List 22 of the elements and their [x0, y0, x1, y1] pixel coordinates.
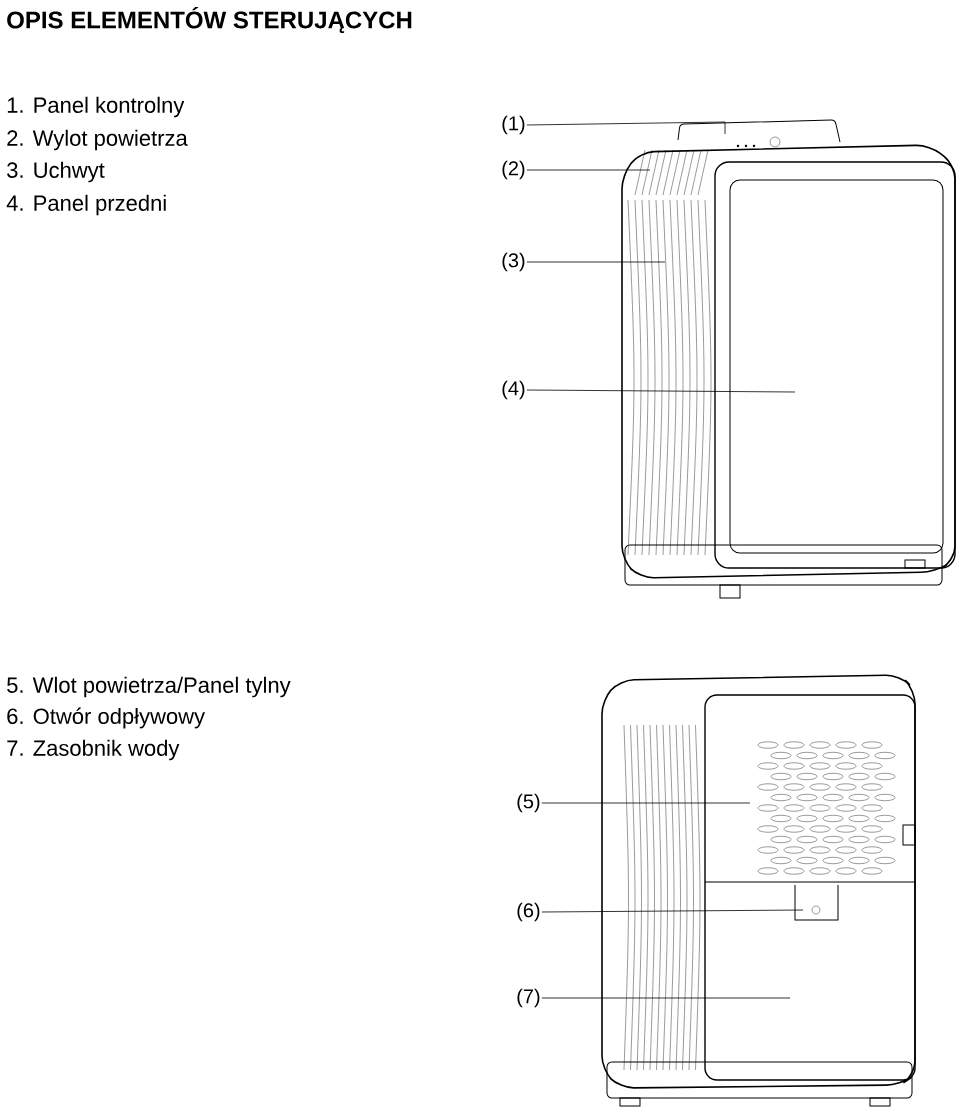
leader-line [541, 997, 791, 999]
leader-line [526, 121, 726, 135]
title: OPIS ELEMENTÓW STERUJĄCYCH [7, 6, 412, 34]
callout-number: (3) [502, 252, 525, 272]
leader-line [526, 169, 651, 171]
callout-number: (2) [502, 160, 525, 180]
leader-line [526, 389, 796, 393]
list-item: 1. Panel kontrolny [7, 96, 185, 118]
list-item: 6. Otwór odpływowy [7, 707, 205, 729]
leader-line [526, 261, 666, 263]
list-item: 7. Zasobnik wody [7, 739, 180, 761]
list-item: 4. Panel przedni [6, 194, 166, 216]
list-item: 3. Uchwyt [7, 161, 105, 183]
callout-number: (4) [502, 380, 525, 400]
callout-number: (5) [517, 793, 540, 813]
list-item: 2. Wylot powietrza [7, 129, 188, 151]
callout-number: (7) [517, 988, 540, 1008]
leader-line [541, 909, 804, 913]
leader-line [541, 802, 751, 804]
callout-number: (6) [517, 902, 540, 922]
callout-number: (1) [502, 115, 525, 135]
list-item: 5. Wlot powietrza/Panel tylny [7, 676, 291, 698]
